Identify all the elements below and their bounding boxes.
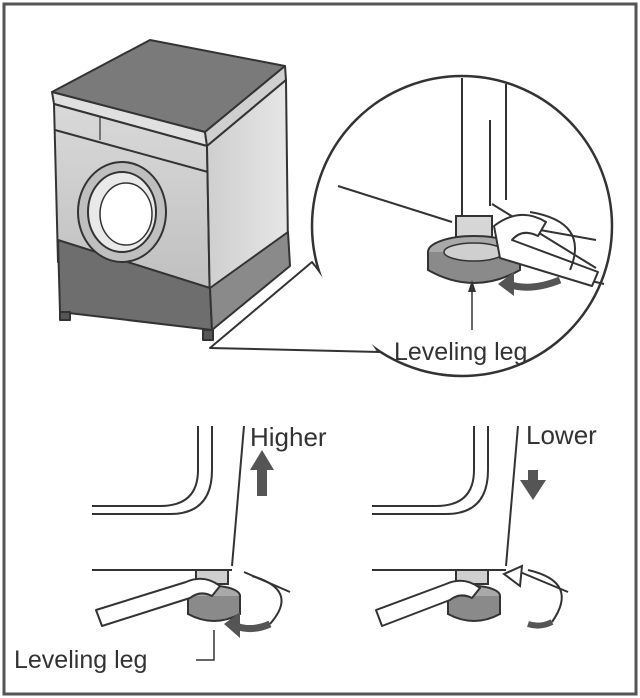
leveling-leg-label-bottom: Leveling leg — [14, 646, 147, 674]
leveling-leg-label-top: Leveling leg — [394, 338, 527, 366]
higher-panel — [92, 425, 291, 661]
zoom-callout — [209, 74, 614, 378]
lower-panel — [372, 425, 569, 629]
washing-machine — [51, 39, 291, 341]
higher-label: Higher — [250, 422, 327, 452]
lower-label: Lower — [526, 420, 597, 450]
higher-arrow — [250, 450, 274, 496]
lower-arrow — [520, 470, 546, 500]
